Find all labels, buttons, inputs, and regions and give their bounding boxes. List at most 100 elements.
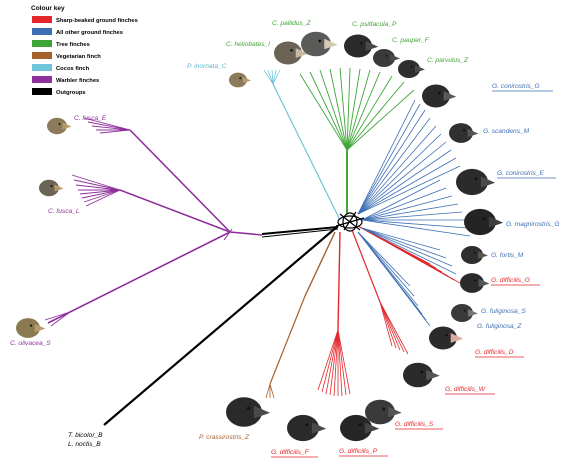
ground-finch-branch (357, 109, 426, 215)
vegetarian-branch (304, 231, 336, 297)
key-swatch-sharp (32, 16, 52, 23)
warbler-branch (47, 231, 231, 324)
taxon-label-c-pallidus-z: C. pallidus_Z (272, 20, 311, 27)
cocos-branch (272, 69, 281, 85)
sharp-beaked-branch (379, 301, 397, 349)
network-core (261, 211, 365, 238)
tree-finch-branch (346, 81, 405, 151)
sharp-beaked-branch (337, 329, 351, 395)
cocos-branch (271, 69, 274, 85)
colour-key-title: Colour key (31, 5, 65, 12)
warbler-branch (83, 189, 121, 203)
taxon-label-g-difficilis-p: G. difficilis_P (339, 448, 378, 455)
taxon-label-g-difficilis-f: G. difficilis_F (271, 449, 310, 456)
sharp-beaked-branch (379, 301, 393, 347)
ground-finch-branch (361, 195, 453, 221)
finch-head-picture (403, 362, 440, 388)
finch-head-picture (398, 59, 425, 79)
finch-head-picture (47, 117, 72, 135)
taxon-label-g-fuliginosa-z: G. fuliginosa_Z (477, 323, 522, 330)
warbler-branch (79, 189, 121, 195)
finch-head-picture (226, 397, 271, 427)
tree-finch-branch (339, 67, 348, 151)
sharp-beaked-branch (337, 231, 341, 331)
warbler-branch (44, 311, 71, 321)
tree-finch-branch (329, 68, 348, 151)
key-label-sharp: Sharp-beaked ground finches (56, 18, 138, 24)
ground-finch-branch (357, 103, 421, 215)
finch-head-picture (422, 84, 457, 108)
bird-head-pictures (16, 31, 504, 442)
taxon-label-g-conirostris-e: G. conirostris_E (497, 170, 545, 177)
finch-head-picture (456, 168, 496, 196)
ground-finch-branch (357, 125, 437, 215)
warbler-branch (91, 125, 131, 131)
sharp-beaked-branch (325, 329, 339, 395)
ground-finch-branch (361, 179, 441, 221)
warbler-branch (50, 311, 71, 327)
warbler-branch (73, 179, 121, 191)
outgroup-branch (103, 225, 339, 426)
warbler-branch (99, 129, 131, 134)
finch-head-picture (274, 41, 309, 65)
key-swatch-warbler (32, 76, 52, 83)
cocos-branch (263, 69, 274, 85)
finch-head-picture (451, 303, 478, 323)
key-swatch-ground (32, 28, 52, 35)
key-swatch-outgroup (32, 88, 52, 95)
finch-head-picture (461, 245, 488, 265)
warbler-branch (83, 117, 131, 131)
key-label-cocos: Cocos finch (56, 66, 90, 72)
vegetarian-branch (269, 295, 306, 385)
sharp-beaked-branch (357, 225, 461, 284)
key-label-ground: All other ground finches (56, 30, 123, 36)
cocos-branch (272, 69, 277, 85)
sharp-beaked-branch (317, 329, 339, 391)
taxon-label-g-conirostris-g: G. conirostris_G (492, 83, 540, 90)
warbler-branch (129, 129, 231, 233)
sharp-beaked-branch (379, 301, 401, 351)
ground-finch-branch (361, 203, 459, 221)
finch-head-picture (344, 34, 379, 58)
key-swatch-cocos (32, 64, 52, 71)
key-label-tree: Tree finches (56, 42, 90, 48)
finch-head-picture (301, 31, 338, 57)
taxon-label-g-fuliginosa-s: G. fuliginosa_S (481, 308, 526, 315)
ground-finch-branch (357, 231, 411, 287)
key-swatch-tree (32, 40, 52, 47)
warbler-branch (87, 121, 131, 131)
key-label-veg: Vegetarian finch (56, 54, 101, 60)
sharp-beaked-branch (351, 229, 381, 303)
finch-head-picture (287, 414, 327, 442)
taxon-label-g-magnirostris-g: G. magnirostris_G (506, 221, 560, 228)
ground-finch-branch (357, 231, 431, 327)
taxon-label-c-parvulus-z: C. parvulus_Z (427, 57, 469, 64)
ground-finch-branch (357, 231, 415, 297)
sharp-beaked-branch (337, 329, 347, 396)
ground-finch-branch (361, 187, 447, 221)
ground-finch-branch (361, 219, 471, 237)
taxon-label-p-inornata-c: P. inornata_C (187, 63, 227, 70)
ground-finch-branch (357, 141, 447, 215)
sharp-beaked-branch (333, 329, 339, 397)
ground-finch-branch (361, 227, 453, 267)
tree-finch-branch (346, 68, 361, 151)
colour-key: Colour key Sharp-beaked ground finches A… (31, 5, 138, 96)
vegetarian-branch (265, 383, 271, 399)
ground-finch-branch (361, 227, 457, 275)
ground-finch-branch (357, 99, 416, 215)
ground-finch-branch (357, 149, 452, 215)
warbler-branch (119, 189, 231, 233)
finch-head-picture (373, 48, 400, 68)
vegetarian-branch (269, 383, 275, 399)
finch-head-picture (460, 273, 490, 293)
ground-finch-branch (361, 227, 447, 259)
taxon-label-c-fusca-e: C. fusca_E (74, 115, 107, 122)
ground-finch-branch (357, 157, 457, 215)
warbler-branch (85, 189, 121, 207)
ground-finch-branch (361, 227, 441, 251)
ground-finch-branch (357, 117, 431, 215)
warbler-branch (229, 231, 263, 236)
taxon-label-c-heliobates-i: C. heliobates_I (226, 41, 270, 48)
finch-head-picture (39, 179, 64, 197)
